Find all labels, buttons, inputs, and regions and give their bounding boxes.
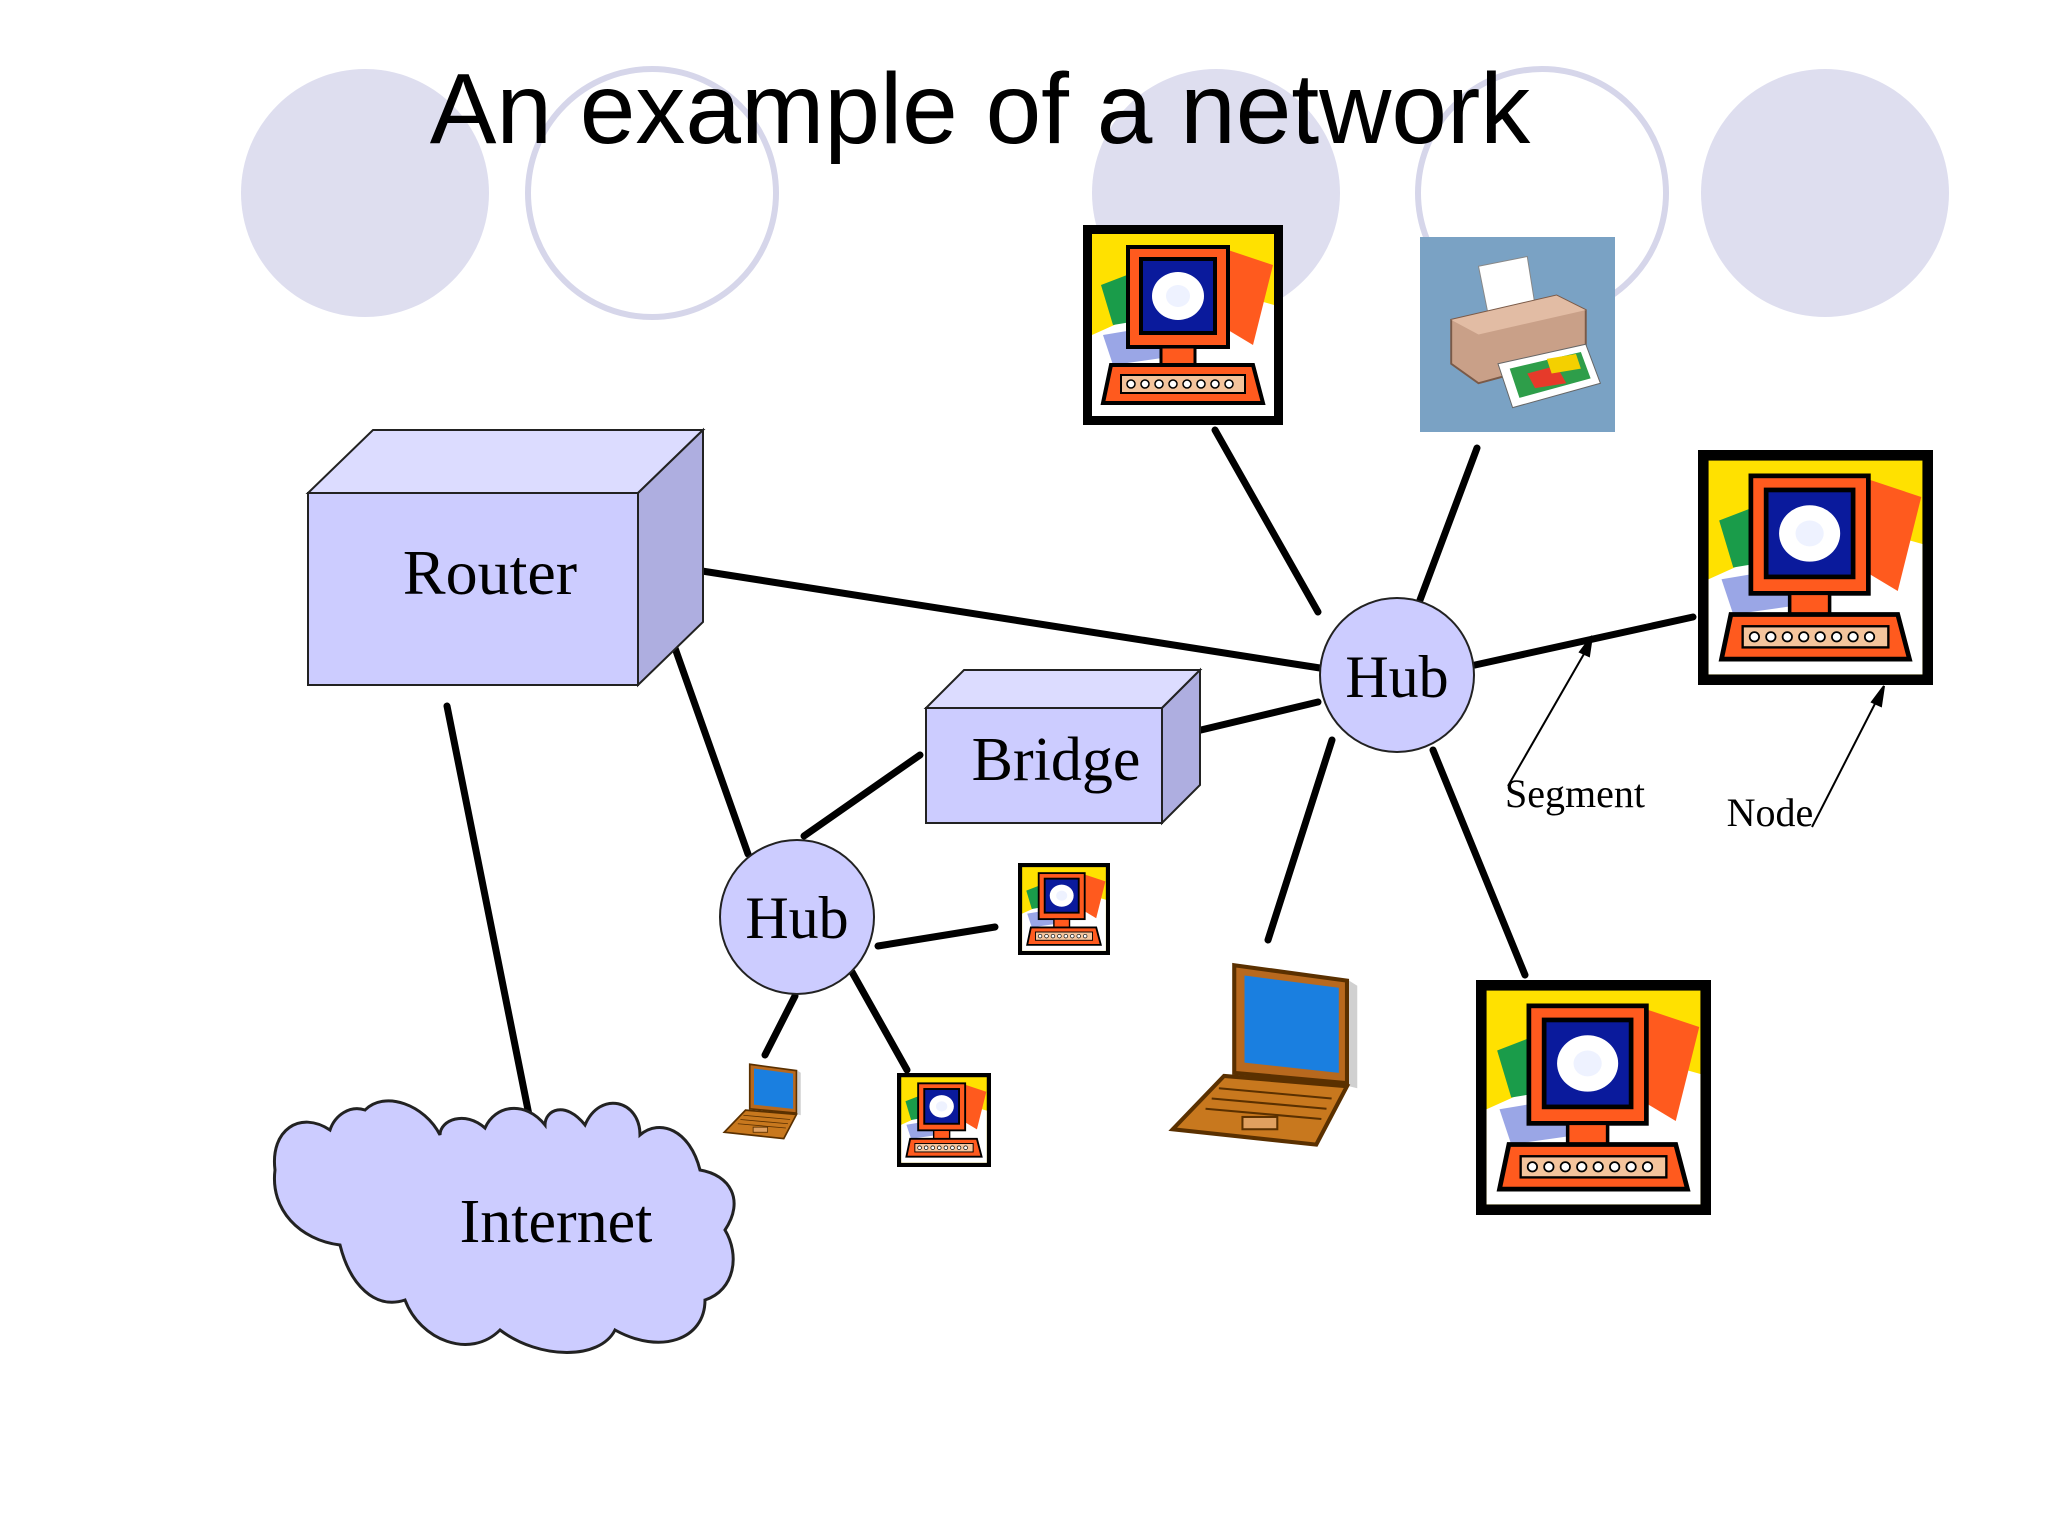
- link-small-hub-pc: [874, 923, 999, 950]
- link-bridge-small-hub: [800, 751, 924, 840]
- segment-label: Segment: [1505, 771, 1645, 816]
- internet-label: Internet: [460, 1188, 653, 1256]
- link-hub-pc-bottom: [1429, 746, 1529, 979]
- desktop-computer-icon: [1016, 863, 1112, 955]
- link-hub-pc-right: [1471, 613, 1697, 669]
- desktop-computer-icon: [895, 1073, 993, 1167]
- link-router-hub: [666, 562, 1324, 672]
- link-hub-laptop: [1264, 736, 1336, 944]
- hub-small: Hub: [719, 839, 875, 995]
- desktop-computer-icon: [1083, 225, 1283, 425]
- bridge-device: Bridge: [923, 667, 1203, 826]
- bridge-label: Bridge: [972, 726, 1141, 794]
- hub-main-label: Hub: [1345, 644, 1448, 710]
- router-label: Router: [403, 537, 577, 608]
- link-pc-top-hub: [1211, 426, 1322, 616]
- laptop-icon: [1173, 965, 1358, 1144]
- link-printer-hub: [1416, 444, 1481, 604]
- annotation-arrows: [1507, 635, 1885, 828]
- desktop-computer-icon: [1476, 980, 1711, 1215]
- link-small-hub-pc-bottom: [848, 968, 911, 1074]
- hub-small-label: Hub: [745, 885, 848, 951]
- link-small-hub-laptop: [761, 992, 799, 1059]
- link-bridge-hub: [1176, 698, 1322, 739]
- slide-title: An example of a network: [430, 53, 1532, 165]
- printer-icon: [1418, 237, 1617, 432]
- link-router-internet: [443, 702, 534, 1124]
- node-label: Node: [1727, 790, 1814, 835]
- internet-cloud: Internet: [272, 1099, 736, 1354]
- link-router-small-hub: [666, 630, 752, 858]
- laptop-icon: [723, 1063, 802, 1140]
- router-device: Router: [305, 427, 706, 688]
- network-links: [443, 426, 1697, 1124]
- desktop-computer-icon: [1698, 450, 1933, 685]
- hub-main: Hub: [1319, 597, 1475, 753]
